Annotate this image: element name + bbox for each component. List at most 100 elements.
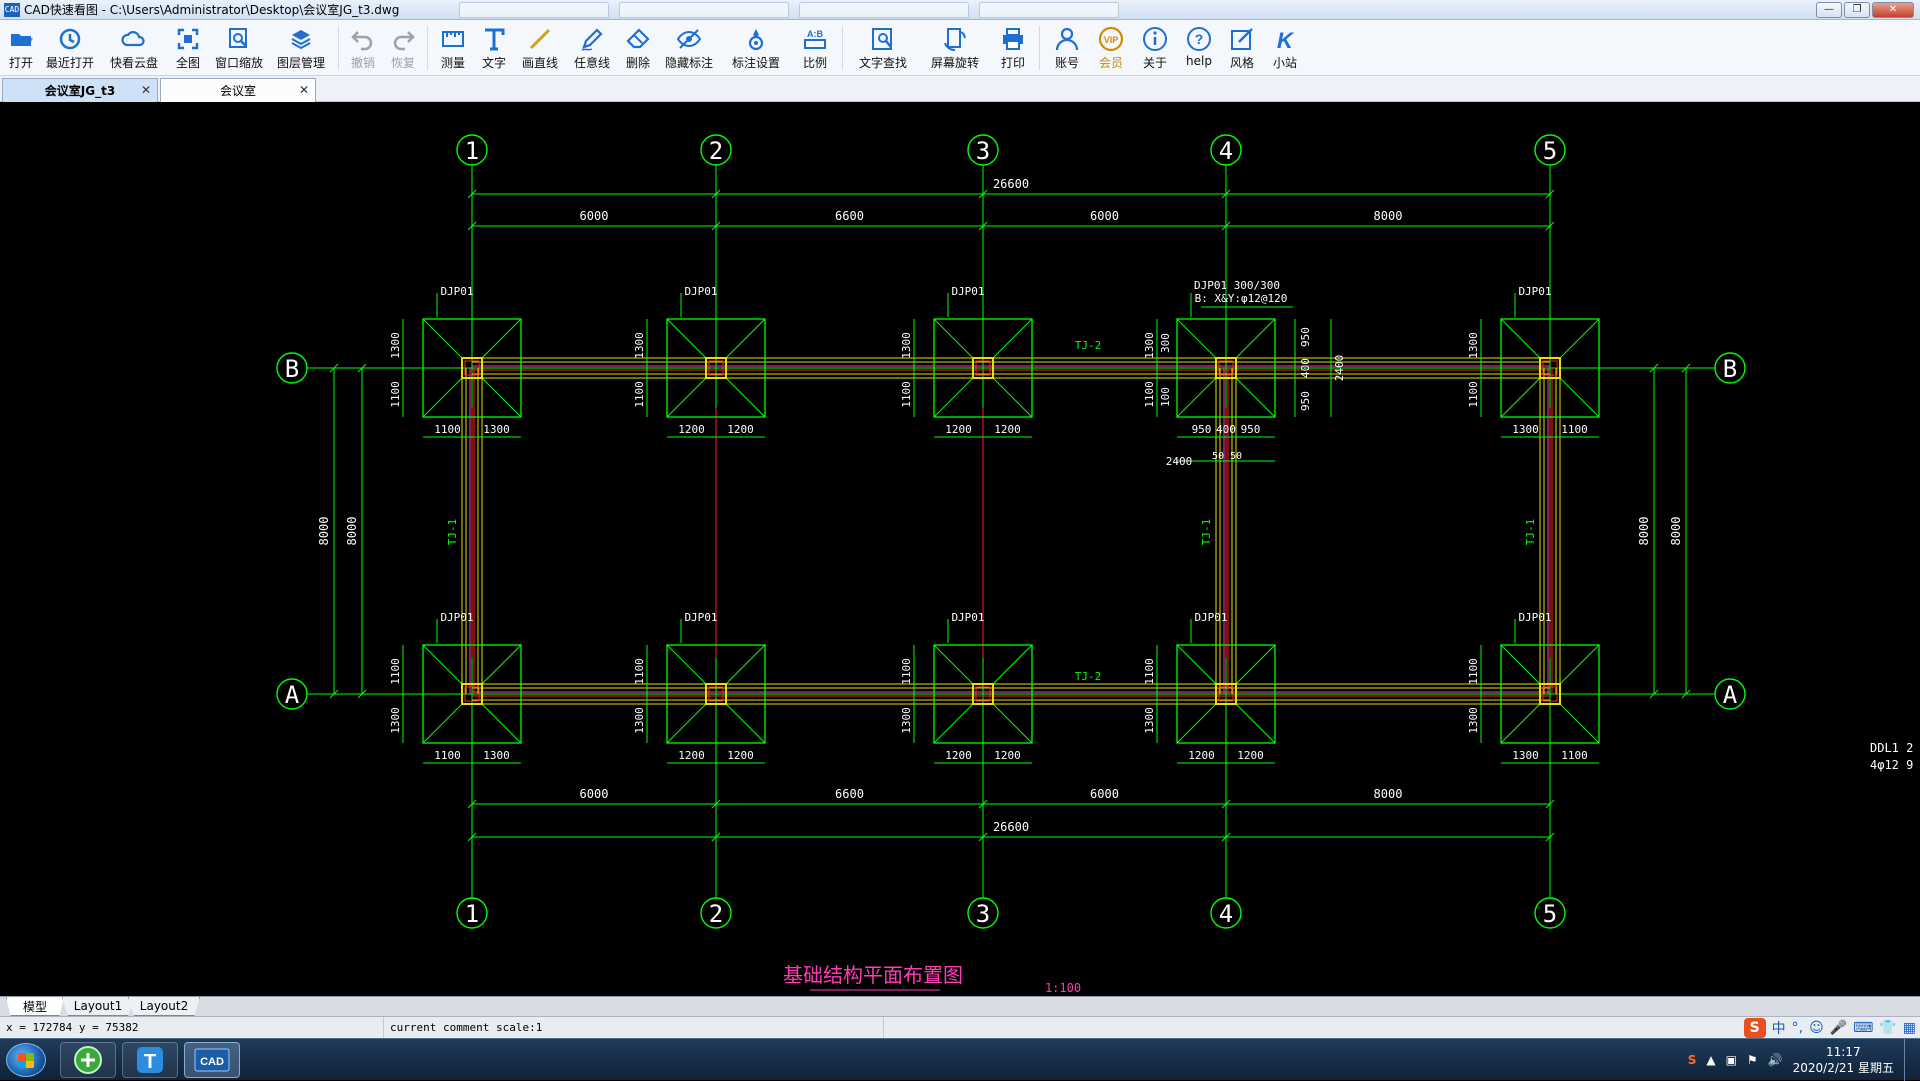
axis-number-top: 2 xyxy=(709,137,723,165)
dimension-tick xyxy=(711,799,721,809)
dimension-tick xyxy=(711,832,721,842)
network-icon[interactable]: ▣ xyxy=(1725,1053,1737,1067)
drawing-title: 基础结构平面布置图 xyxy=(783,963,963,987)
toolbar-button-measure[interactable]: 测量 xyxy=(432,20,474,76)
footing-slope-line xyxy=(991,702,1033,744)
footing-slope-line xyxy=(1558,644,1600,686)
axis-bubble-top xyxy=(1534,134,1566,166)
grid-menu-icon[interactable]: ▦ xyxy=(1902,1020,1916,1036)
toolbar-button-fullview[interactable]: 全图 xyxy=(166,20,210,76)
dimension-tick xyxy=(1649,689,1659,699)
footing-slope-line xyxy=(1558,702,1600,744)
toolbar-button-text[interactable]: 文字 xyxy=(474,20,514,76)
toolbar-button-cloud[interactable]: 快看云盘 xyxy=(102,20,166,76)
footing-slope-line xyxy=(933,702,975,744)
punctuation-icon[interactable]: °, xyxy=(1791,1020,1804,1036)
layout-tab-model[interactable]: 模型 xyxy=(6,997,64,1016)
footing-slope-line xyxy=(991,318,1033,360)
toolbar-button-folder-open[interactable]: 打开 xyxy=(4,20,38,76)
toolbar-button-zoom-window[interactable]: 窗口缩放 xyxy=(210,20,268,76)
minimize-icon[interactable]: — xyxy=(1816,1,1842,18)
ime-language[interactable]: 中 xyxy=(1771,1021,1786,1037)
close-tab-icon[interactable]: ✕ xyxy=(298,83,309,97)
toolbar-button-eye-hide[interactable]: 隐藏标注 xyxy=(658,20,720,76)
axis-bubble-right xyxy=(1714,678,1746,710)
toolbar-button-eraser[interactable]: 删除 xyxy=(618,20,658,76)
layout-tab-layout2[interactable]: Layout2 xyxy=(128,997,200,1016)
toolbar-button-undo[interactable]: 撤销 xyxy=(343,20,383,76)
microphone-icon[interactable]: 🎤 xyxy=(1829,1020,1848,1036)
sogou-ime-icon[interactable]: S xyxy=(1743,1018,1766,1038)
toolbar-button-history[interactable]: 最近打开 xyxy=(38,20,102,76)
footing-slope-line xyxy=(1176,318,1218,360)
flag-icon[interactable]: ⚑ xyxy=(1746,1053,1758,1067)
keyboard-icon[interactable]: ⌨ xyxy=(1853,1020,1874,1036)
window-controls: — ❐ ✕ xyxy=(1816,1,1914,18)
doc-tab-meeting-room[interactable]: 会议室 ✕ xyxy=(160,78,316,102)
close-icon[interactable]: ✕ xyxy=(1872,1,1914,18)
tray-expand-icon[interactable]: ▲ xyxy=(1706,1053,1716,1067)
toolbar-button-rotate-screen[interactable]: 屏幕旋转 xyxy=(919,20,991,76)
status-bar: x = 172784 y = 75382 current comment sca… xyxy=(0,1016,1920,1039)
footing-slope-line xyxy=(480,644,522,686)
toolbar-button-printer[interactable]: 打印 xyxy=(991,20,1035,76)
maximize-icon[interactable]: ❐ xyxy=(1844,1,1870,18)
dimension-bay: 8000 xyxy=(317,517,331,546)
toolbar-button-user[interactable]: 账号 xyxy=(1044,20,1090,76)
toolbar-button-label: 标注设置 xyxy=(731,56,780,70)
axis-bubble-top xyxy=(967,134,999,166)
ime-toolbar[interactable]: S 中 °, ☺ 🎤 ⌨ 👕 ▦ xyxy=(1743,1018,1916,1038)
toolbar-button-label: 屏幕旋转 xyxy=(930,56,979,70)
toolbar-button-label: 账号 xyxy=(1054,56,1079,70)
toolbar-button-layers[interactable]: 图层管理 xyxy=(268,20,334,76)
toolbar-button-pen[interactable]: 任意线 xyxy=(566,20,618,76)
footing-label: DJP01 xyxy=(684,285,717,298)
main-toolbar: 打开最近打开快看云盘全图窗口缩放图层管理撤销恢复测量文字画直线任意线删除隐藏标注… xyxy=(0,20,1920,76)
undo-icon xyxy=(350,26,376,52)
skin-icon[interactable]: 👕 xyxy=(1879,1020,1897,1036)
start-button[interactable] xyxy=(6,1043,46,1077)
svg-text:?: ? xyxy=(1195,31,1204,47)
footing-slope-line xyxy=(666,644,708,686)
taskbar-t-app[interactable]: T xyxy=(122,1042,178,1078)
column-pedestal xyxy=(1539,357,1561,379)
browser-icon xyxy=(74,1046,102,1074)
toolbar-button-annotation-settings[interactable]: 标注设置 xyxy=(720,20,792,76)
beam-label-tj1: TJ-1 xyxy=(1200,519,1213,546)
folder-open-icon xyxy=(8,26,34,52)
footing-label: DJP01 xyxy=(1518,285,1551,298)
footing-dimension: 950 xyxy=(1299,327,1312,347)
footing-dimension: 1200 xyxy=(678,749,705,762)
doc-tab-meeting-room-jg[interactable]: 会议室JG_t3 ✕ xyxy=(2,78,158,102)
layout-tab-layout1[interactable]: Layout1 xyxy=(62,997,134,1016)
footing-slope-line xyxy=(724,702,766,744)
clock[interactable]: 11:17 2020/2/21 星期五 xyxy=(1793,1044,1894,1076)
footing-slope-line xyxy=(1500,702,1542,744)
emoji-icon[interactable]: ☺ xyxy=(1809,1020,1824,1036)
close-tab-icon[interactable]: ✕ xyxy=(140,83,151,97)
taskbar-browser[interactable] xyxy=(60,1042,116,1078)
toolbar-button-help[interactable]: ?help xyxy=(1178,20,1220,76)
dimension-tick xyxy=(1545,189,1555,199)
toolbar-button-text-search[interactable]: 文字查找 xyxy=(847,20,919,76)
title-bar: CAD CAD快速看图 - C:\Users\Administrator\Des… xyxy=(0,0,1920,20)
axis-bubble-top xyxy=(700,134,732,166)
taskbar-cad-app[interactable]: CAD xyxy=(184,1042,240,1078)
svg-text:T: T xyxy=(144,1051,156,1073)
volume-icon[interactable]: 🔊 xyxy=(1767,1053,1783,1067)
show-desktop-button[interactable] xyxy=(1904,1039,1914,1081)
toolbar-button-redo[interactable]: 恢复 xyxy=(383,20,423,76)
toolbar-button-info[interactable]: 关于 xyxy=(1132,20,1178,76)
axis-number-bottom: 3 xyxy=(976,900,990,928)
toolbar-button-line[interactable]: 画直线 xyxy=(514,20,566,76)
k-station-icon: K xyxy=(1272,26,1298,52)
column-pedestal xyxy=(705,683,727,705)
sogou-tray-icon[interactable]: S xyxy=(1687,1053,1697,1067)
toolbar-button-style[interactable]: 风格 xyxy=(1220,20,1264,76)
column-section xyxy=(975,686,991,702)
